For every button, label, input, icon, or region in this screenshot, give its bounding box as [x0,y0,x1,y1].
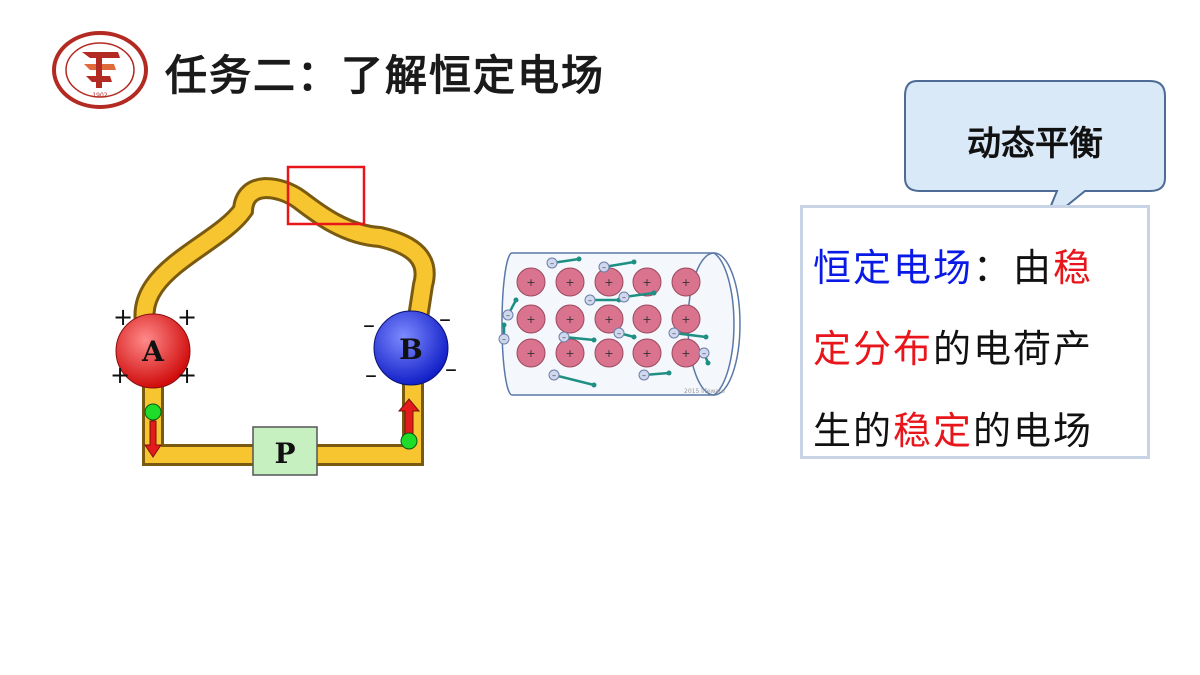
electron-sign: – [672,329,676,338]
arrow-head [513,297,519,303]
definition-box [800,205,1150,459]
lattice-ion [516,338,546,368]
circuit-diagram: P A + + + + B – – – – [110,165,457,476]
p-label: P [274,437,295,470]
electron-arrow [553,373,595,387]
lattice-credit: 2015 lifeware [684,388,725,395]
arrow-head [591,382,597,388]
bubble-text: 动态平衡 [967,124,1103,164]
conductor-lattice: + + + + + + + + + + + + + + + – – – – – – – – – – – – 2015 lifewa… [498,252,741,396]
lattice-ion [555,338,585,368]
ion-sign: + [526,347,535,360]
up-arrow-icon [397,398,421,438]
school-logo: 1902 [52,31,148,109]
p-box [252,426,318,476]
highlight-box [286,165,366,226]
charge-carrier [144,403,162,421]
arrow-head [631,259,637,265]
electron [698,347,710,359]
electron-sign: – [588,296,592,305]
electron [558,331,570,343]
lattice-ion [671,267,701,297]
lattice-ion [516,304,546,334]
lattice-ion [594,304,624,334]
ion-sign: + [565,276,574,289]
definition-line-3: 生的稳定的电场 [813,409,1094,453]
electron [548,369,560,381]
charge-carrier [400,432,418,450]
ion-sign: + [604,313,613,326]
term-constant-field: 恒定电场 [813,246,974,290]
charge-minus: – [445,355,457,383]
charge-minus: – [363,311,375,339]
node-b [373,310,449,386]
lattice-ion [516,267,546,297]
node-a-label: A [141,335,165,368]
charge-plus: + [113,303,133,331]
electron-sign: – [702,349,706,358]
node-a [115,313,191,389]
electron-sign: – [617,329,621,338]
electron [502,309,514,321]
page-title: 任务二：了解恒定电场 [165,51,606,100]
electron-sign: – [642,371,646,380]
ion-sign: + [604,347,613,360]
definition-line-1: 恒定电场：由稳 [813,246,1094,290]
logo-year: 1902 [92,92,107,99]
ion-sign: + [604,276,613,289]
electron-sign: – [602,263,606,272]
ion-sign: + [681,313,690,326]
electron [668,327,680,339]
electron-sign: – [550,259,554,268]
arrow-head [666,370,672,376]
arrow-head [591,337,597,343]
electron [598,261,610,273]
lattice-ion [671,304,701,334]
electron [638,369,650,381]
arrow-head [705,360,711,366]
arrow-head [576,256,582,262]
ion-sign: + [681,276,690,289]
arrow-head [501,322,507,328]
ion-sign: + [642,347,651,360]
ion-sign: + [565,347,574,360]
electron [613,327,625,339]
charge-minus: – [439,305,451,333]
electron-sign: – [552,371,556,380]
lattice-ion [555,267,585,297]
node-b-label: B [399,333,423,366]
charge-minus: – [365,361,377,389]
electron-sign: – [506,311,510,320]
lattice-ion [632,304,662,334]
charge-plus: + [177,303,197,331]
lattice-ion [594,338,624,368]
arrow-head [631,334,637,340]
ion-sign: + [642,276,651,289]
electron-sign: – [562,333,566,342]
ion-sign: + [681,347,690,360]
ion-sign: + [526,313,535,326]
arrow-head [703,334,709,340]
charge-plus: + [110,361,130,389]
electron [546,257,558,269]
electron [618,291,630,303]
electron-sign: – [502,335,506,344]
arrow-head [651,290,657,296]
lattice-ion [632,267,662,297]
ion-sign: + [526,276,535,289]
definition-line-2: 定分布的电荷产 [813,327,1094,371]
charge-plus: + [177,361,197,389]
down-arrow-icon [144,420,162,458]
ion-sign: + [642,313,651,326]
electron [498,333,510,345]
electron [584,294,596,306]
lattice-ion [555,304,585,334]
electron-sign: – [622,293,626,302]
lattice-ion [632,338,662,368]
ion-sign: + [565,313,574,326]
